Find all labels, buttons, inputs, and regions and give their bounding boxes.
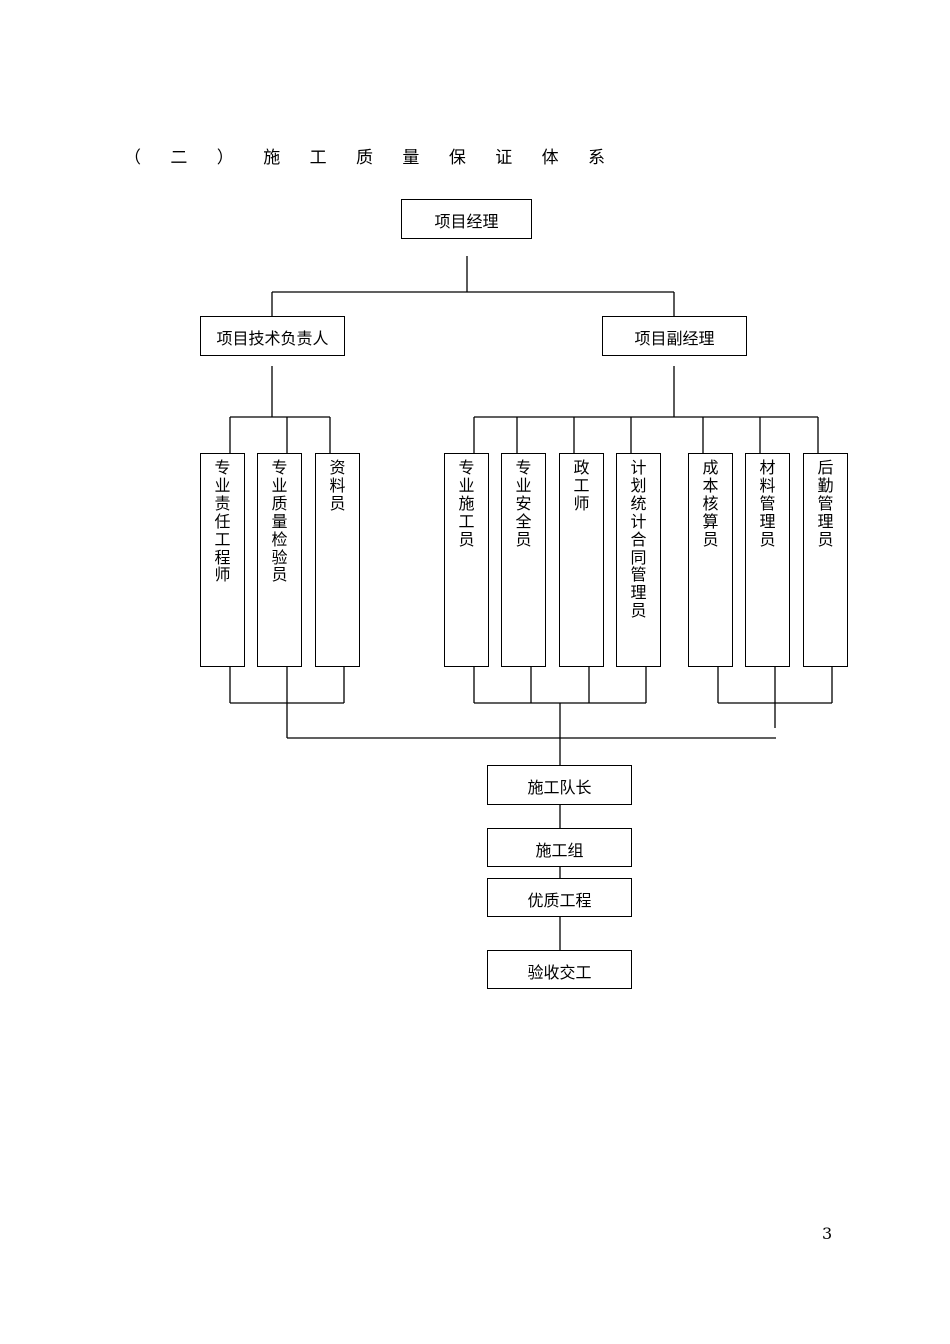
quality-inspector-label: 专业质量检验员 xyxy=(271,458,288,585)
political-engineer-box: 政工师 xyxy=(559,453,604,667)
construction-officer-label: 专业施工员 xyxy=(458,458,475,549)
political-engineer-label: 政工师 xyxy=(573,458,590,513)
section-heading: （ 二 ） 施 工 质 量 保 证 体 系 xyxy=(124,148,618,168)
logistics-manager-box: 后勤管理员 xyxy=(803,453,848,667)
material-manager-label: 材料管理员 xyxy=(759,458,776,549)
document-clerk-label: 资料员 xyxy=(329,458,346,513)
cost-accountant-label: 成本核算员 xyxy=(702,458,719,549)
quality-project-box: 优质工程 xyxy=(487,878,632,917)
plan-contract-manager-box: 计划统计合同管理员 xyxy=(616,453,661,667)
quality-inspector-box: 专业质量检验员 xyxy=(257,453,302,667)
logistics-manager-label: 后勤管理员 xyxy=(817,458,834,549)
safety-officer-box: 专业安全员 xyxy=(501,453,546,667)
project-manager-box: 项目经理 xyxy=(401,199,532,239)
deputy-manager-box: 项目副经理 xyxy=(602,316,747,356)
material-manager-box: 材料管理员 xyxy=(745,453,790,667)
cost-accountant-box: 成本核算员 xyxy=(688,453,733,667)
construction-team-box: 施工组 xyxy=(487,828,632,867)
professional-engineer-label: 专业责任工程师 xyxy=(214,458,231,585)
construction-officer-box: 专业施工员 xyxy=(444,453,489,667)
safety-officer-label: 专业安全员 xyxy=(515,458,532,549)
professional-engineer-box: 专业责任工程师 xyxy=(200,453,245,667)
plan-contract-manager-label: 计划统计合同管理员 xyxy=(630,458,647,621)
tech-lead-box: 项目技术负责人 xyxy=(200,316,345,356)
acceptance-handover-box: 验收交工 xyxy=(487,950,632,989)
document-clerk-box: 资料员 xyxy=(315,453,360,667)
team-leader-box: 施工队长 xyxy=(487,765,632,805)
page-number: 3 xyxy=(822,1224,833,1243)
